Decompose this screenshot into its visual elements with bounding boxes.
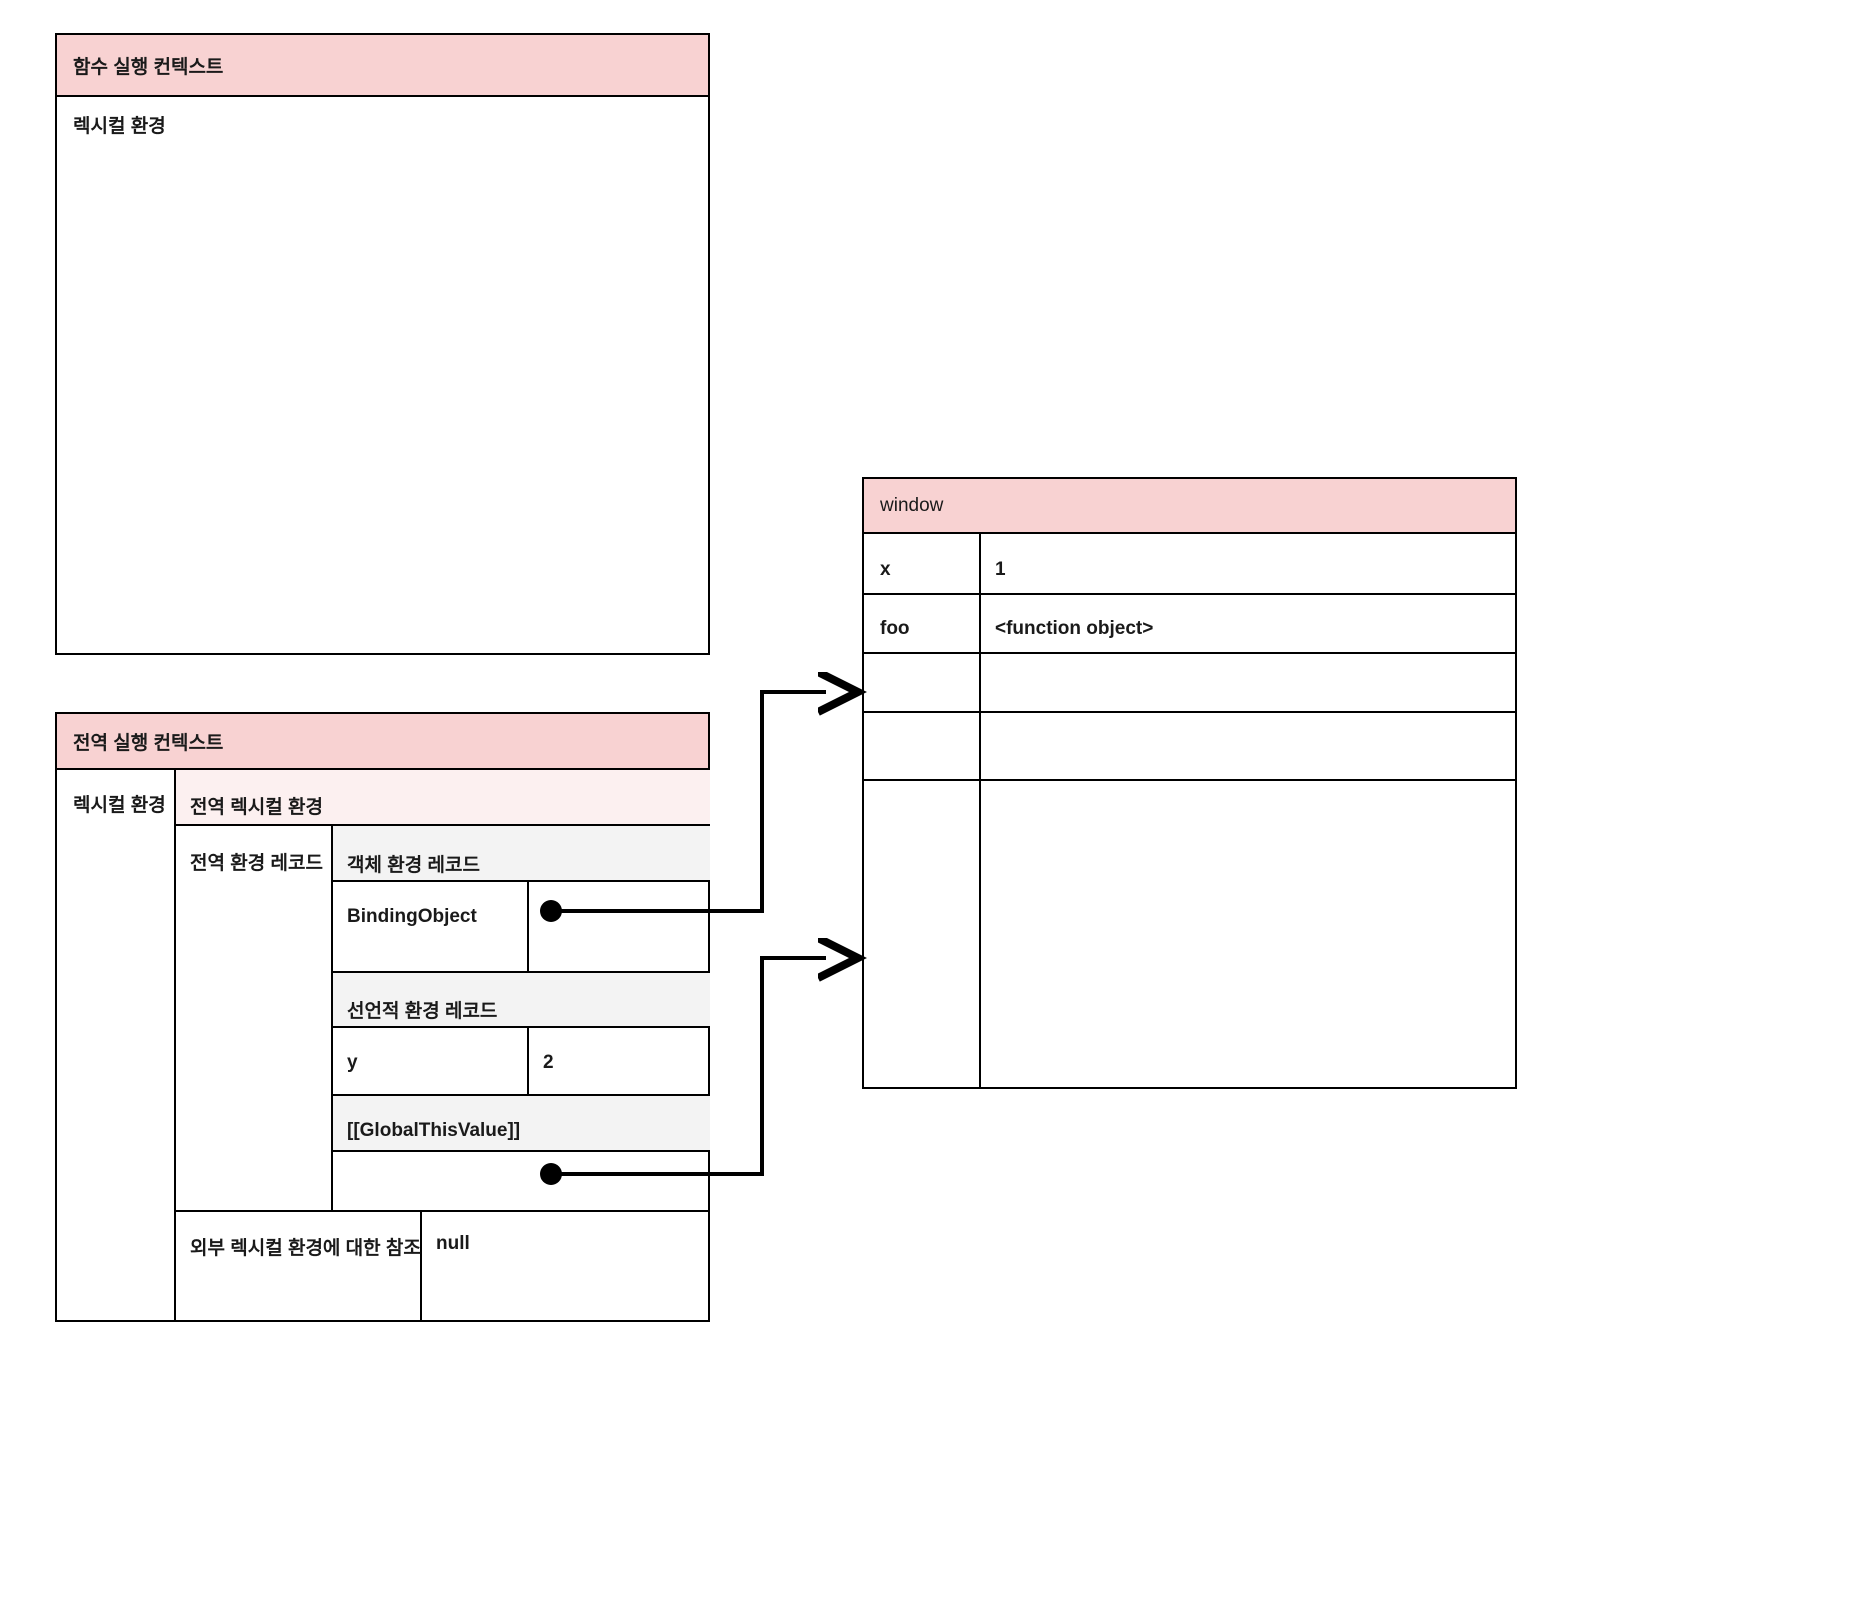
function-execution-context-title: 함수 실행 컨텍스트 [73,56,224,78]
window-row-key-empty-1 [864,663,974,677]
divider-under-bindingobject-row [331,971,710,973]
function-lexical-environment-label: 렉시컬 환경 [73,116,166,137]
global-execution-context-box: 전역 실행 컨텍스트 [55,712,710,1322]
window-object-header: window [864,479,1515,534]
divider-under-globalthisvalue-title [331,1150,710,1152]
global-execution-context-header: 전역 실행 컨텍스트 [57,714,708,770]
outer-lexical-reference-value: null [436,1233,470,1254]
divider-under-global-env-record-block [174,1210,710,1212]
divider-y-kv [527,1026,529,1095]
divider-under-global-lex-env [174,824,710,826]
divider-under-declarative-record-title [331,1026,710,1028]
divider-under-y-row [331,1094,710,1096]
bindingobject-key: BindingObject [347,906,477,927]
global-lexical-environment-col-label: 렉시컬 환경 [73,795,166,816]
global-this-value-title: [[GlobalThisValue]] [347,1120,521,1141]
declarative-y-value: 2 [543,1052,554,1073]
divider-lexical-col [174,770,176,1320]
declarative-y-key: y [347,1052,358,1073]
window-row-key-empty-3 [864,790,974,804]
divider-window-row-1 [864,593,1515,595]
window-row-key-x: x [880,559,891,580]
divider-outer-ref-kv [420,1210,422,1320]
function-execution-context-header: 함수 실행 컨텍스트 [57,35,708,97]
window-object-title: window [880,494,944,516]
divider-window-row-3 [864,711,1515,713]
divider-global-env-record-col [331,824,333,1211]
global-lexical-environment-title: 전역 렉시컬 환경 [190,797,323,818]
window-row-value-empty-3 [979,790,1379,804]
window-row-value-foo: <function object> [995,618,1154,639]
window-row-value-empty-2 [979,722,1379,736]
window-row-key-empty-2 [864,722,974,736]
object-environment-record-title: 객체 환경 레코드 [347,855,480,876]
divider-window-row-2 [864,652,1515,654]
divider-window-row-4 [864,779,1515,781]
divider-bindingobject-kv [527,880,529,972]
window-row-value-empty-1 [979,663,1379,677]
window-row-key-foo: foo [880,618,910,639]
window-object-box: window x 1 foo <function object> [862,477,1517,1089]
declarative-environment-record-title: 선언적 환경 레코드 [347,1001,498,1022]
divider-window-kv [979,534,981,1087]
global-environment-record-label: 전역 환경 레코드 [190,853,323,874]
outer-lexical-reference-label: 외부 렉시컬 환경에 대한 참조 [190,1238,421,1259]
global-execution-context-title: 전역 실행 컨텍스트 [73,732,224,754]
divider-under-object-env-record-title [331,880,710,882]
function-execution-context-box: 함수 실행 컨텍스트 렉시컬 환경 [55,33,710,655]
window-row-value-x: 1 [995,559,1006,580]
